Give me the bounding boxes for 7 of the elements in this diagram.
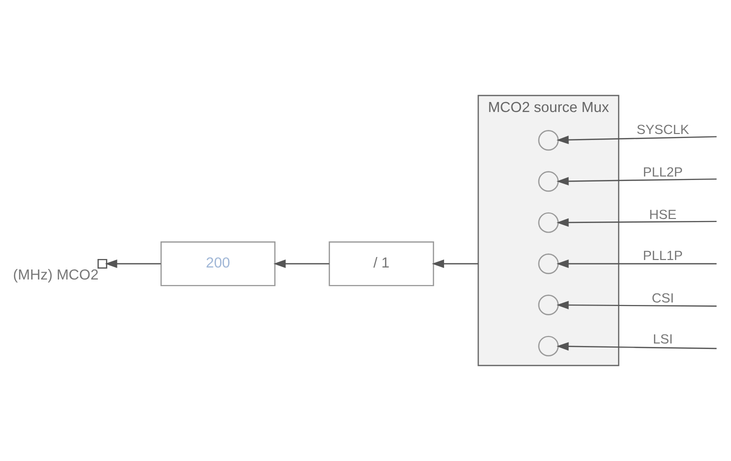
edge-label: PLL2P (642, 164, 683, 180)
node-label: (MHz) MCO2 (13, 268, 99, 284)
edge-label: HSE (649, 206, 677, 222)
edge-label: SYSCLK (636, 122, 690, 138)
edge-label: LSI (652, 331, 673, 346)
edge-label: PLL1P (642, 248, 683, 263)
edge-label: CSI (652, 290, 674, 306)
